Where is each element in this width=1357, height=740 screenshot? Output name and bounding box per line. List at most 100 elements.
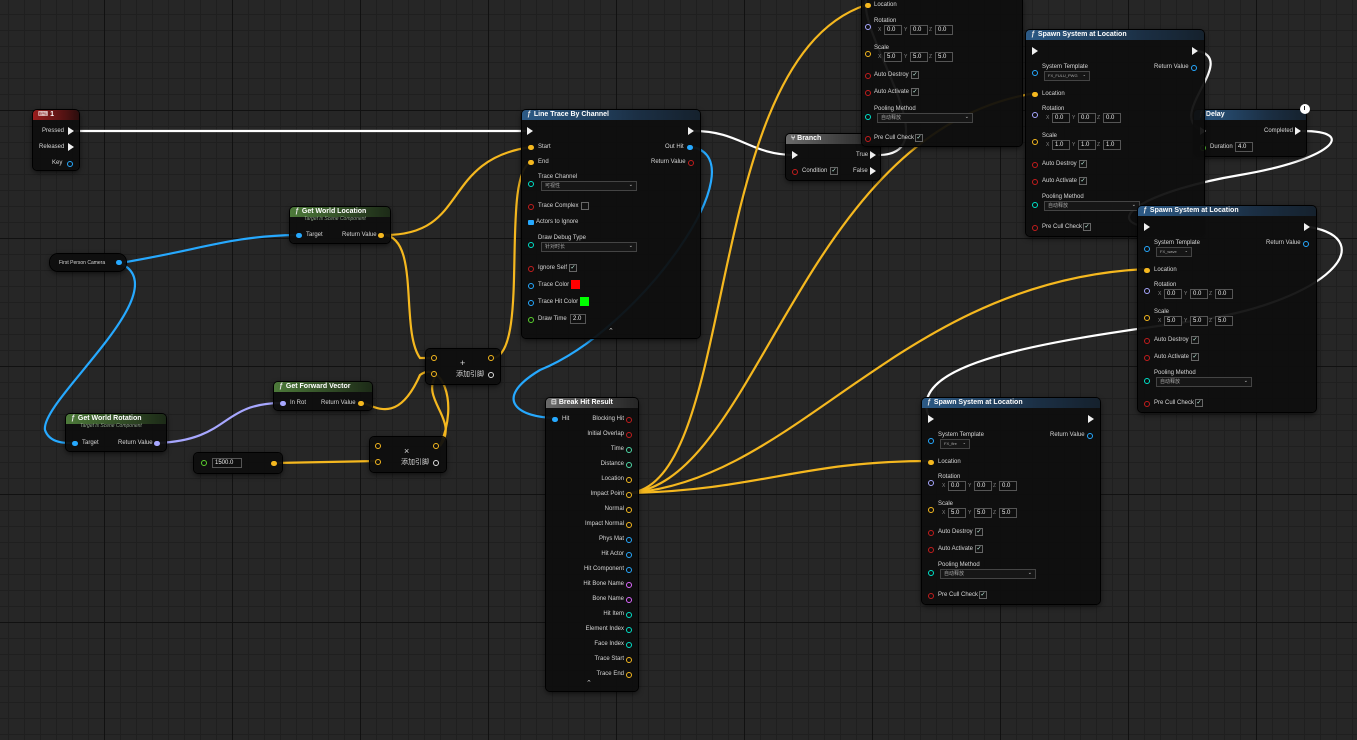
key-output-pin[interactable] — [67, 161, 73, 167]
spawn-system-top-node[interactable]: Location Rotation X 0.0 Y 0.0 Z 0.0 Scal… — [862, 0, 1022, 146]
auto-destroy-pin[interactable] — [1144, 338, 1150, 344]
break-hit-output-pin[interactable] — [626, 672, 632, 678]
pooling-method-pin[interactable] — [1144, 378, 1150, 384]
auto-activate-checkbox[interactable]: ✓ — [1079, 177, 1087, 185]
scale-y-field[interactable]: 5.0 — [910, 52, 928, 62]
float-input-pin[interactable] — [201, 460, 207, 466]
break-hit-output-pin[interactable] — [626, 462, 632, 468]
target-input-pin[interactable] — [296, 233, 302, 238]
pre-cull-check-pin[interactable] — [1144, 401, 1150, 407]
float-literal-node[interactable]: 1500.0 — [194, 453, 282, 473]
exec-out-pin[interactable] — [1304, 223, 1310, 231]
break-hit-output-pin[interactable] — [626, 582, 632, 588]
break-hit-output-pin[interactable] — [626, 477, 632, 483]
scale-pin[interactable] — [1144, 315, 1150, 321]
location-pin[interactable] — [1032, 92, 1038, 97]
condition-pin[interactable] — [792, 169, 798, 175]
rotation-z-field[interactable]: 0.0 — [999, 481, 1017, 491]
exec-in-pin[interactable] — [928, 415, 934, 423]
auto-destroy-checkbox[interactable]: ✓ — [911, 71, 919, 79]
exec-out-pin-pressed[interactable] — [68, 127, 74, 135]
auto-destroy-pin[interactable] — [865, 73, 871, 79]
rotation-pin[interactable] — [1144, 288, 1150, 294]
return-value-pin[interactable] — [1087, 433, 1093, 439]
key-event-node[interactable]: ⌨ 1 Pressed Released Key — [33, 110, 79, 170]
rotation-x-field[interactable]: 0.0 — [1164, 289, 1182, 299]
return-value-pin[interactable] — [358, 401, 364, 406]
scale-pin[interactable] — [928, 507, 934, 513]
break-hit-output-pin[interactable] — [626, 447, 632, 453]
multiply-input-b-pin[interactable] — [375, 459, 381, 465]
collapse-chevron-icon[interactable]: ⌃ — [608, 328, 614, 335]
auto-activate-pin[interactable] — [865, 90, 871, 96]
true-exec-pin[interactable] — [870, 151, 876, 159]
break-hit-output-pin[interactable] — [626, 552, 632, 558]
scale-pin[interactable] — [1032, 139, 1038, 145]
return-value-pin[interactable] — [688, 160, 694, 166]
break-hit-output-pin[interactable] — [626, 642, 632, 648]
target-input-pin[interactable] — [72, 441, 78, 446]
scale-x-field[interactable]: 5.0 — [884, 52, 902, 62]
location-pin[interactable] — [928, 460, 934, 465]
completed-exec-pin[interactable] — [1295, 127, 1301, 135]
add-output-pin[interactable] — [488, 355, 494, 361]
draw-debug-dropdown[interactable]: 针对时长 — [541, 242, 637, 252]
hit-input-pin[interactable] — [552, 417, 558, 422]
auto-activate-pin[interactable] — [928, 547, 934, 553]
trace-channel-dropdown[interactable]: 可视性 — [541, 181, 637, 191]
scale-z-field[interactable]: 5.0 — [999, 508, 1017, 518]
pre-cull-check-checkbox[interactable]: ✓ — [979, 591, 987, 599]
actors-to-ignore-pin[interactable] — [528, 220, 534, 225]
collapse-chevron-icon[interactable]: ⌃ — [586, 680, 592, 687]
return-value-pin[interactable] — [378, 233, 384, 238]
scale-z-field[interactable]: 1.0 — [1103, 140, 1121, 150]
break-hit-output-pin[interactable] — [626, 537, 632, 543]
exec-out-pin-released[interactable] — [68, 143, 74, 151]
trace-hit-color-pin[interactable] — [528, 300, 534, 306]
pre-cull-check-checkbox[interactable]: ✓ — [1083, 223, 1091, 231]
pre-cull-check-pin[interactable] — [865, 136, 871, 142]
rotation-x-field[interactable]: 0.0 — [1052, 113, 1070, 123]
system-template-pin[interactable] — [1032, 70, 1038, 76]
exec-in-pin[interactable] — [1144, 223, 1150, 231]
trace-complex-checkbox[interactable] — [581, 202, 589, 210]
pre-cull-check-checkbox[interactable]: ✓ — [915, 134, 923, 142]
exec-out-pin[interactable] — [688, 127, 694, 135]
scale-x-field[interactable]: 5.0 — [948, 508, 966, 518]
add-pin-button-icon[interactable] — [433, 460, 439, 466]
system-template-pin[interactable] — [928, 438, 934, 444]
scale-x-field[interactable]: 5.0 — [1164, 316, 1182, 326]
system-template-picker[interactable]: FX_fire — [940, 439, 970, 449]
rotation-pin[interactable] — [928, 480, 934, 486]
trace-color-pin[interactable] — [528, 283, 534, 289]
multiply-node[interactable]: × 添加引脚 — [370, 437, 446, 472]
location-pin[interactable] — [865, 3, 871, 8]
break-hit-output-pin[interactable] — [626, 507, 632, 513]
pre-cull-check-pin[interactable] — [1032, 225, 1038, 231]
rotation-z-field[interactable]: 0.0 — [1215, 289, 1233, 299]
add-input-b-pin[interactable] — [431, 371, 437, 377]
condition-checkbox[interactable]: ✓ — [830, 167, 838, 175]
break-hit-output-pin[interactable] — [626, 522, 632, 528]
scale-y-field[interactable]: 1.0 — [1078, 140, 1096, 150]
multiply-output-pin[interactable] — [433, 443, 439, 449]
break-hit-output-pin[interactable] — [626, 657, 632, 663]
rotation-x-field[interactable]: 0.0 — [884, 25, 902, 35]
add-pin-button-icon[interactable] — [488, 372, 494, 378]
auto-destroy-pin[interactable] — [928, 530, 934, 536]
break-hit-output-pin[interactable] — [626, 432, 632, 438]
break-hit-output-pin[interactable] — [626, 627, 632, 633]
ignore-self-pin[interactable] — [528, 266, 534, 272]
trace-color-swatch[interactable] — [571, 280, 580, 289]
scale-x-field[interactable]: 1.0 — [1052, 140, 1070, 150]
location-pin[interactable] — [1144, 268, 1150, 273]
add-node[interactable]: + 添加引脚 — [426, 349, 500, 384]
system-template-pin[interactable] — [1144, 246, 1150, 252]
system-template-picker[interactable]: FX_FULU_PWG — [1044, 71, 1090, 81]
